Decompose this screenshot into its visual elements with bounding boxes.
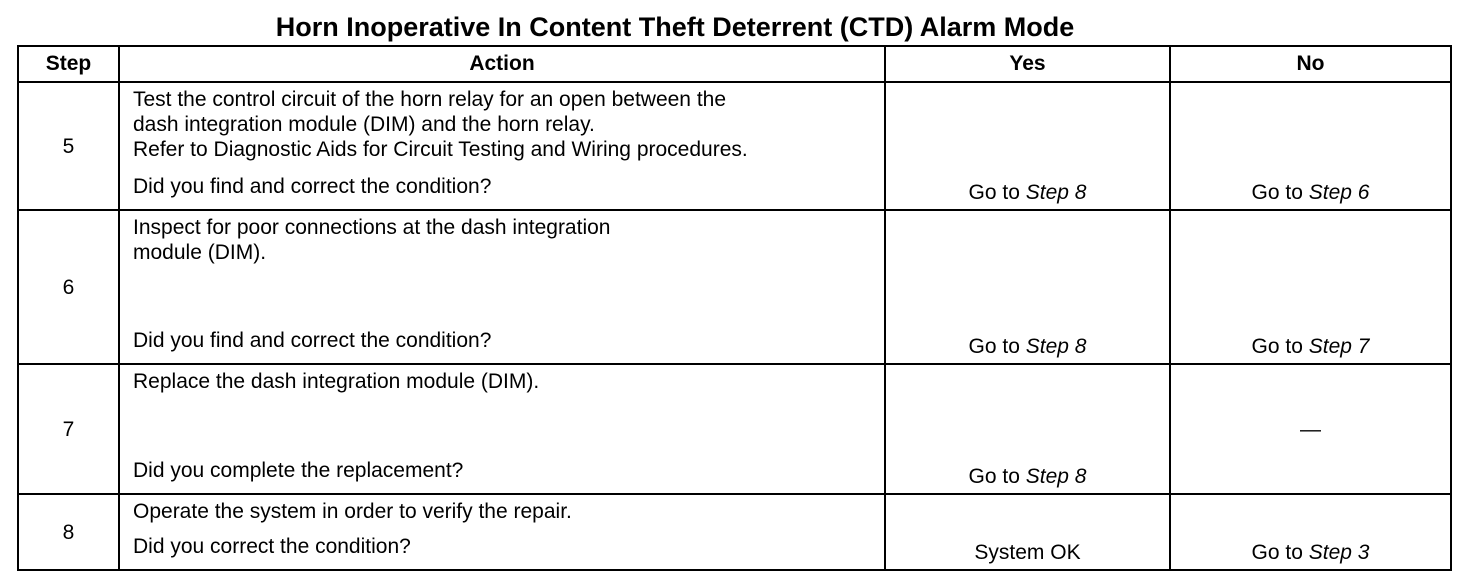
no-step-link[interactable]: Step 3 [1308,541,1370,564]
action-question: Did you find and correct the condition? [133,175,492,198]
no-step-link[interactable]: Step 7 [1308,335,1370,358]
no-prefix: Go to [1251,335,1303,358]
action-line: dash integration module (DIM) and the ho… [133,113,595,136]
action-text: Replace the dash integration module (DIM… [133,369,884,394]
yes-cell: Go to Step 8 [884,209,1171,365]
column-header-step: Step [17,45,120,83]
action-question: Did you correct the condition? [133,535,411,558]
action-cell: Inspect for poor connections at the dash… [118,209,886,365]
action-line: Inspect for poor connections at the dash… [133,216,611,239]
no-cell: Go to Step 3 [1169,493,1452,571]
yes-step-link[interactable]: Step 8 [1025,181,1087,204]
table-row: 7 Replace the dash integration module (D… [17,363,1452,495]
yes-cell: Go to Step 8 [884,81,1171,211]
no-prefix: Go to [1251,541,1303,564]
yes-prefix: Go to [968,465,1020,488]
yes-step-link[interactable]: Step 8 [1025,335,1087,358]
action-line: Operate the system in order to verify th… [133,500,572,523]
action-text: Test the control circuit of the horn rel… [133,87,884,162]
action-question: Did you complete the replacement? [133,459,464,482]
yes-step-link[interactable]: Step 8 [1025,465,1087,488]
no-cell: — [1169,363,1452,495]
table-row: 6 Inspect for poor connections at the da… [17,209,1452,365]
action-cell: Test the control circuit of the horn rel… [118,81,886,211]
action-line: module (DIM). [133,241,267,264]
action-line: Refer to Diagnostic Aids for Circuit Tes… [133,138,748,161]
no-cell: Go to Step 7 [1169,209,1452,365]
action-question: Did you find and correct the condition? [133,329,492,352]
step-number: 8 [17,493,120,571]
action-text: Inspect for poor connections at the dash… [133,215,884,265]
step-number: 5 [17,81,120,211]
column-header-no: No [1169,45,1452,83]
yes-cell: Go to Step 8 [884,363,1171,495]
action-text: Operate the system in order to verify th… [133,499,884,524]
no-step-link[interactable]: Step 6 [1308,181,1370,204]
action-line: Replace the dash integration module (DIM… [133,370,540,393]
no-prefix: Go to [1251,181,1303,204]
page-title: Horn Inoperative In Content Theft Deterr… [275,12,1075,42]
no-dash: — [1300,417,1321,441]
table-header-row: Step Action Yes No [17,45,1452,83]
table-row: 8 Operate the system in order to verify … [17,493,1452,571]
no-cell: Go to Step 6 [1169,81,1452,211]
column-header-yes: Yes [884,45,1171,83]
action-cell: Operate the system in order to verify th… [118,493,886,571]
step-number: 6 [17,209,120,365]
table-row: 5 Test the control circuit of the horn r… [17,81,1452,211]
yes-prefix: Go to [968,181,1020,204]
step-number: 7 [17,363,120,495]
diagnostic-table: Step Action Yes No 5 Test the control ci… [17,45,1452,571]
yes-prefix: Go to [968,335,1020,358]
yes-result: System OK [974,541,1081,564]
yes-cell: System OK [884,493,1171,571]
column-header-action: Action [118,45,886,83]
action-line: Test the control circuit of the horn rel… [133,88,727,111]
action-cell: Replace the dash integration module (DIM… [118,363,886,495]
